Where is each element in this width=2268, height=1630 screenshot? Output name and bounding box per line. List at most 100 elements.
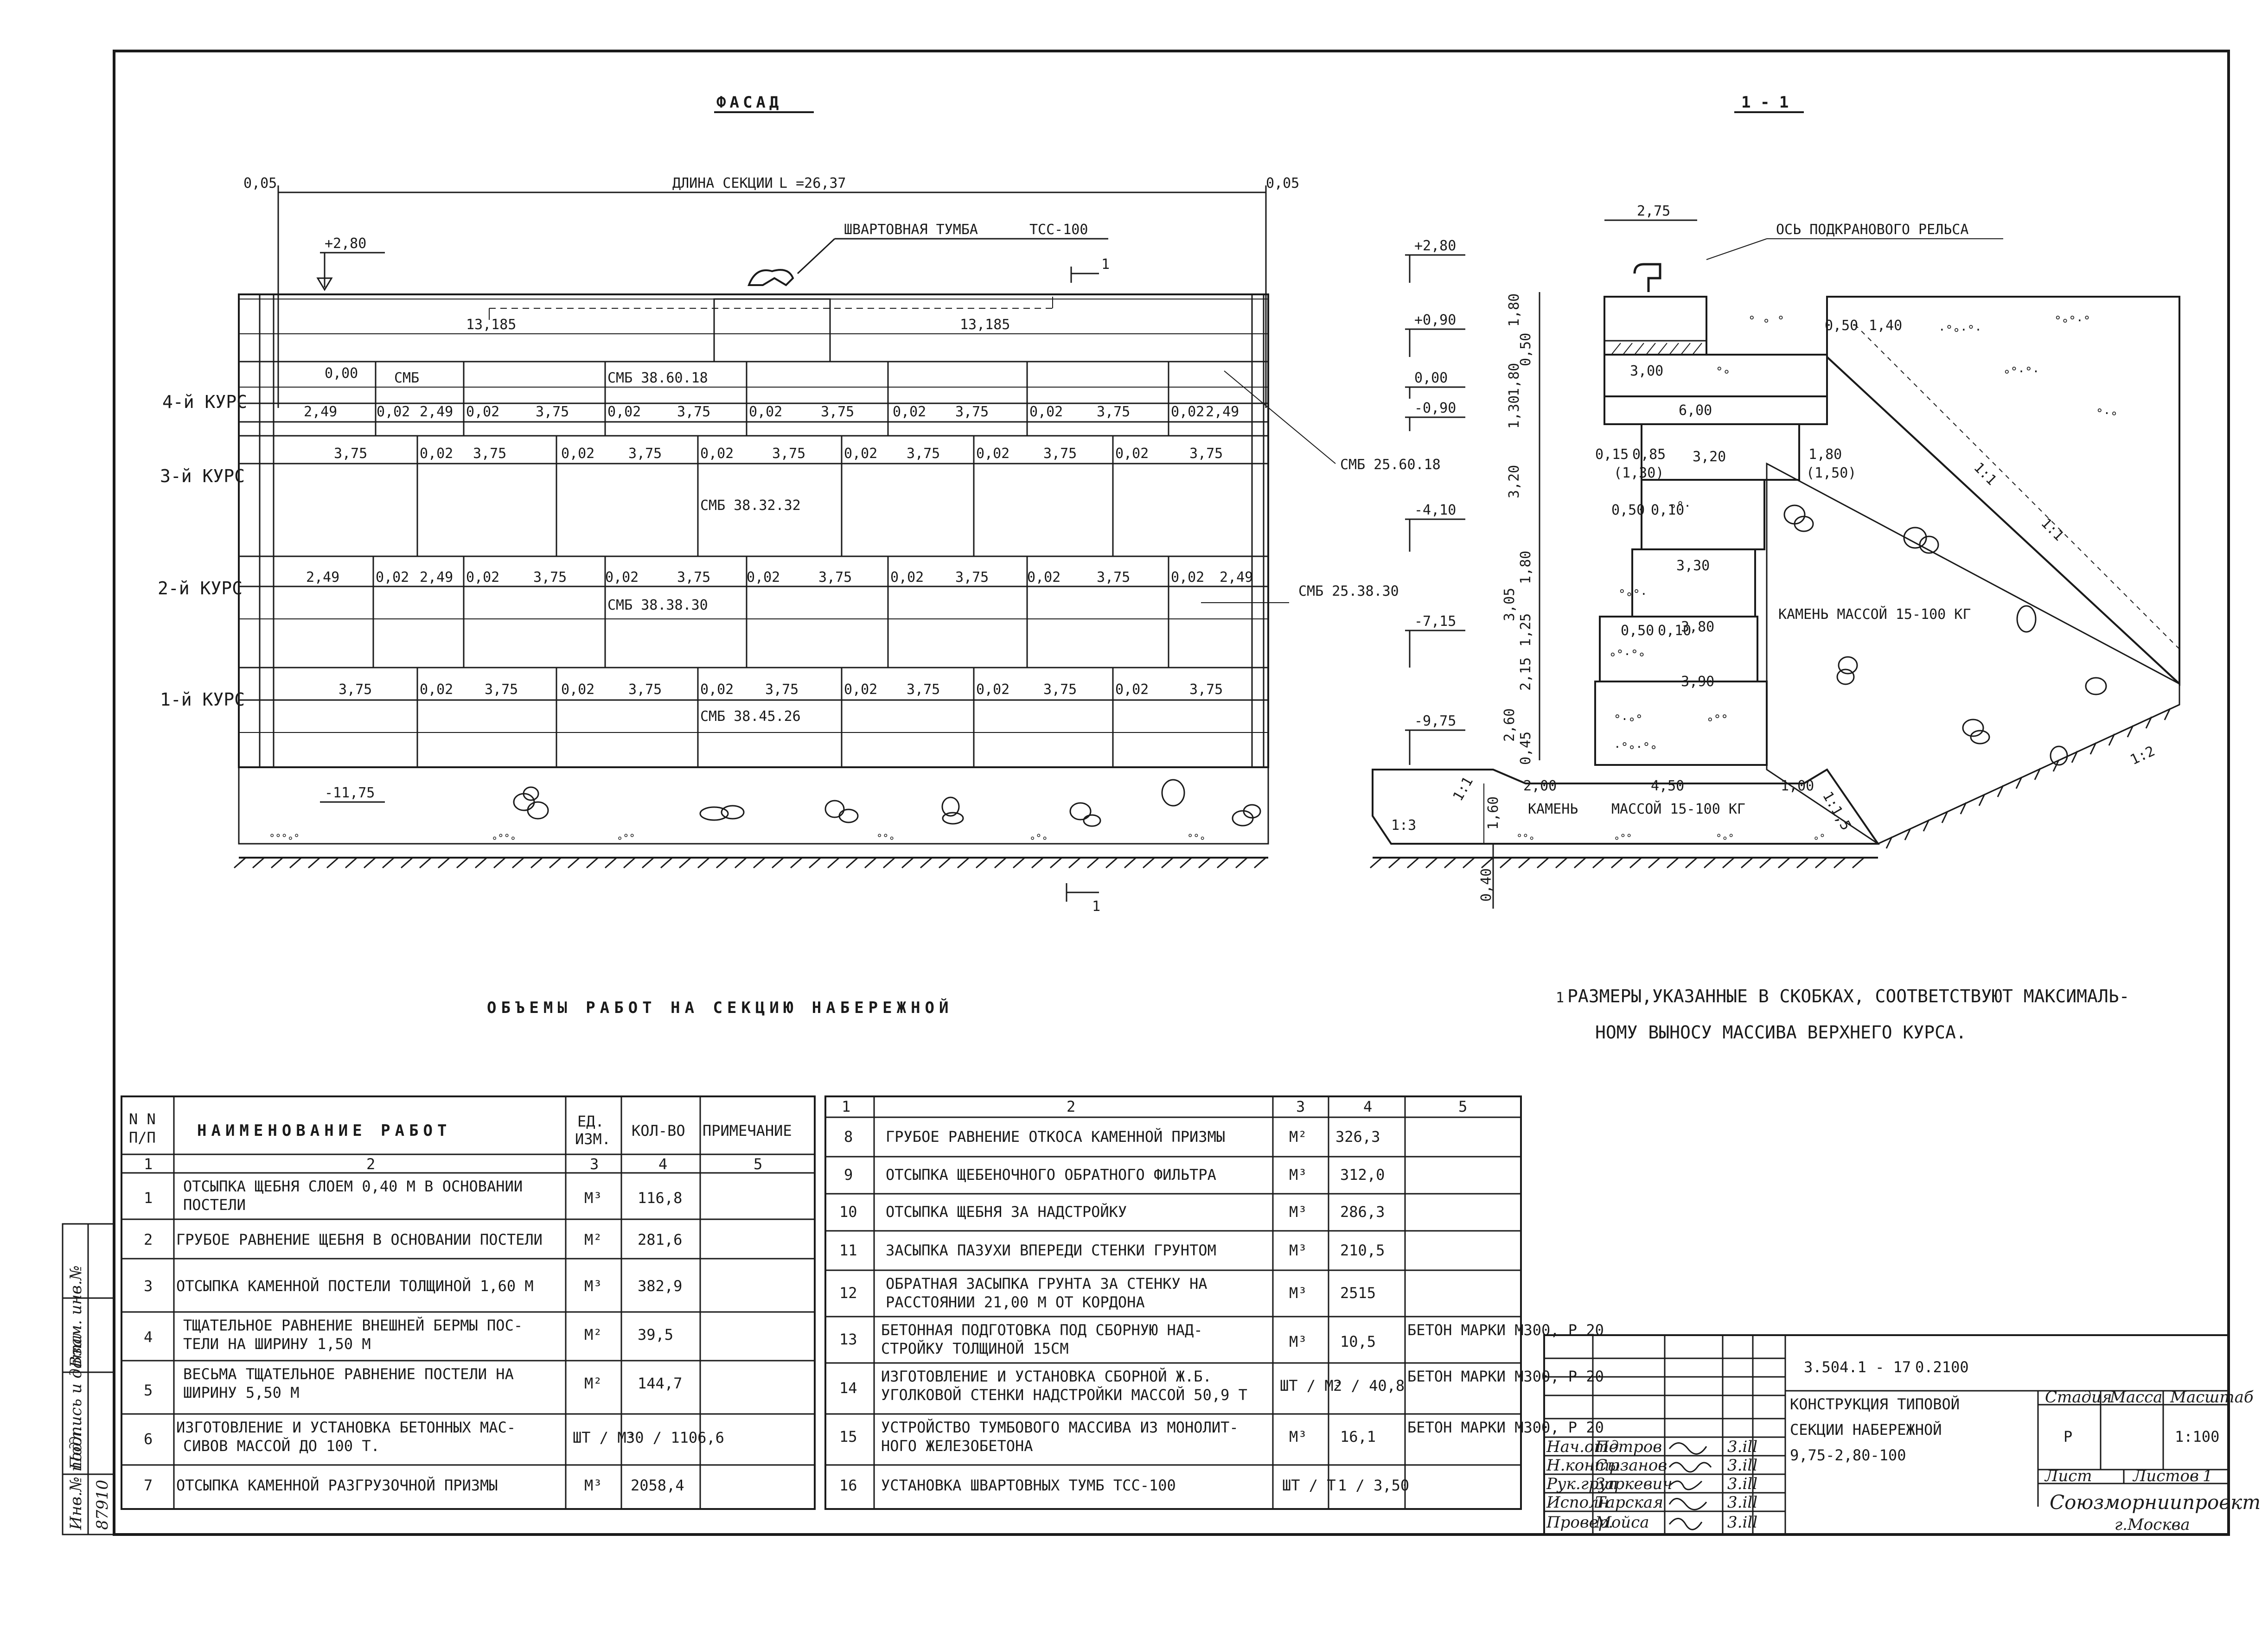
svg-text:1: 1 xyxy=(144,1155,153,1173)
svg-text:(1,30): (1,30) xyxy=(1614,465,1664,481)
svg-text:∘°·°·: ∘°·°· xyxy=(2003,365,2039,379)
svg-text:ОТСЫПКА КАМЕННОЙ РАЗГРУЗОЧНОЙ: ОТСЫПКА КАМЕННОЙ РАЗГРУЗОЧНОЙ ПРИЗМЫ xyxy=(176,1477,498,1494)
row3-dims: 3,75 0,02 3,75 0,02 3,75 0,02 3,75 0,02 … xyxy=(334,446,1223,462)
svg-text:+0,90: +0,90 xyxy=(1414,312,1456,328)
table-row: 7 ОТСЫПКА КАМЕННОЙ РАЗГРУЗОЧНОЙ ПРИЗМЫ М… xyxy=(144,1477,684,1494)
svg-text:0,02: 0,02 xyxy=(420,681,453,698)
section-elevations: +2,80 +0,90 0,00 -0,90 -4,10 -7,15 -9,75 xyxy=(1414,238,1456,729)
svg-text:3.ill: 3.ill xyxy=(1727,1438,1757,1456)
svg-text:Провер.: Провер. xyxy=(1546,1513,1613,1532)
svg-text:3,80: 3,80 xyxy=(1681,619,1714,635)
stage-header: Стадия xyxy=(2045,1388,2112,1407)
svg-text:0,02: 0,02 xyxy=(747,569,780,586)
svg-text:Н.контр: Н.контр xyxy=(1546,1456,1620,1475)
svg-text:М²: М² xyxy=(584,1231,602,1248)
svg-text:М²: М² xyxy=(584,1326,602,1343)
svg-text:4: 4 xyxy=(658,1155,667,1173)
svg-text:СИВОВ МАССОЙ ДО 100 Т.: СИВОВ МАССОЙ ДО 100 Т. xyxy=(183,1437,380,1455)
course-1-label: 1-й КУРС xyxy=(160,689,245,710)
svg-text:0,02: 0,02 xyxy=(700,446,734,462)
svg-text:М²: М² xyxy=(584,1375,602,1392)
scale-value: 1:100 xyxy=(2175,1428,2219,1445)
sheet-frame xyxy=(113,50,2230,1536)
svg-text:0,02: 0,02 xyxy=(1027,569,1061,586)
svg-text:1,80: 1,80 xyxy=(1506,363,1522,396)
section-top-dim: 2,75 xyxy=(1637,203,1670,219)
table-row: 4 ТЩАТЕЛЬНОЕ РАВНЕНИЕ ВНЕШНЕЙ БЕРМЫ ПОС-… xyxy=(144,1317,673,1353)
svg-text:ИЗМ.: ИЗМ. xyxy=(575,1130,611,1148)
svg-text:0,02: 0,02 xyxy=(1171,404,1204,420)
svg-text:ПОСТЕЛИ: ПОСТЕЛИ xyxy=(183,1196,246,1214)
svg-text:°°∘: °°∘ xyxy=(1516,833,1535,844)
table-row: 13 БЕТОННАЯ ПОДГОТОВКА ПОД СБОРНУЮ НАД- … xyxy=(839,1321,1604,1357)
svg-text:5: 5 xyxy=(1458,1098,1467,1115)
volumes-table-right: 1 2 3 4 5 8 ГРУБОЕ РАВНЕНИЕ ОТКОСА КАМЕН… xyxy=(824,1095,1604,1510)
svg-text:П/П: П/П xyxy=(129,1129,156,1146)
svg-text:312,0: 312,0 xyxy=(1340,1166,1385,1184)
svg-text:3,75: 3,75 xyxy=(1097,404,1130,420)
svg-text:1,30: 1,30 xyxy=(1506,395,1522,429)
svg-text:1: 1 xyxy=(842,1098,850,1115)
svg-text:ШИРИНУ 5,50 М: ШИРИНУ 5,50 М xyxy=(183,1384,299,1401)
svg-text:3,75: 3,75 xyxy=(818,569,852,586)
base-depth: 0,40 xyxy=(1478,868,1495,902)
table-row: 6 ИЗГОТОВЛЕНИЕ И УСТАНОВКА БЕТОННЫХ МАС-… xyxy=(144,1419,724,1455)
svg-text:0,02: 0,02 xyxy=(976,681,1009,698)
row4-top-label: СМБ 38.60.18 xyxy=(607,370,708,386)
block-offsets: 0,15 0,85 (1,30) 1,80 (1,50) 0,50 0,10 0… xyxy=(1595,446,1856,639)
staff-row: Нач.отд Петров 3.ill xyxy=(1546,1438,1757,1456)
svg-text:2,49: 2,49 xyxy=(1220,569,1253,586)
svg-text:0,10: 0,10 xyxy=(1651,502,1684,518)
stamp-inv-number: 87910 xyxy=(93,1480,112,1530)
svg-text:ГРУБОЕ РАВНЕНИЕ ОТКОСА КАМЕННО: ГРУБОЕ РАВНЕНИЕ ОТКОСА КАМЕННОЙ ПРИЗМЫ xyxy=(886,1128,1225,1146)
svg-text:0,02: 0,02 xyxy=(1115,681,1149,698)
row4-top-elev: 0,00 xyxy=(325,365,358,382)
bollard-icon xyxy=(747,269,794,287)
svg-text:0,02: 0,02 xyxy=(607,404,641,420)
side-label-1: СМБ 25.60.18 xyxy=(1340,457,1441,473)
svg-text:0,15: 0,15 xyxy=(1595,446,1629,463)
svg-text:1: 1 xyxy=(144,1189,153,1207)
row4-dims: 2,49 0,02 2,49 0,02 3,75 0,02 3,75 0,02 … xyxy=(304,404,1239,420)
svg-text:3,75: 3,75 xyxy=(1043,446,1077,462)
svg-text:БЕТОН МАРКИ М300, Р 20: БЕТОН МАРКИ М300, Р 20 xyxy=(1407,1321,1604,1339)
svg-text:0,02: 0,02 xyxy=(844,446,877,462)
svg-text:3,75: 3,75 xyxy=(765,681,799,698)
svg-text:3,30: 3,30 xyxy=(1676,558,1710,574)
svg-text:ИЗГОТОВЛЕНИЕ И УСТАНОВКА БЕТОН: ИЗГОТОВЛЕНИЕ И УСТАНОВКА БЕТОННЫХ МАС- xyxy=(176,1419,516,1436)
svg-text:Заркевич: Заркевич xyxy=(1595,1475,1672,1493)
svg-text:7: 7 xyxy=(144,1477,153,1494)
svg-text:∘°°: ∘°° xyxy=(1614,833,1632,844)
svg-text:3.ill: 3.ill xyxy=(1727,1456,1757,1475)
svg-text:0,02: 0,02 xyxy=(844,681,877,698)
volumes-table-left: N N П/П НАИМЕНОВАНИЕ РАБОТ ЕД. ИЗМ. КОЛ-… xyxy=(121,1095,816,1510)
base-dims: 2,00 4,50 1,00 xyxy=(1523,778,1814,794)
svg-text:°∘: °∘ xyxy=(1716,365,1730,379)
bollard-label: ШВАРТОВНАЯ ТУМБА xyxy=(844,222,978,238)
svg-text:3,75: 3,75 xyxy=(907,446,940,462)
svg-text:2515: 2515 xyxy=(1340,1284,1376,1302)
svg-text:16: 16 xyxy=(839,1477,857,1494)
svg-text:3: 3 xyxy=(1296,1098,1305,1115)
row4-top-smb: СМБ xyxy=(394,370,419,386)
svg-text:∘°: ∘° xyxy=(1813,833,1826,844)
svg-text:°·∘°: °·∘° xyxy=(1614,713,1643,726)
svg-text:39,5: 39,5 xyxy=(638,1326,673,1343)
svg-text:3,75: 3,75 xyxy=(955,404,989,420)
sheets-value: 1 xyxy=(2203,1467,2213,1485)
facade-right-offset: 0,05 xyxy=(1266,175,1299,191)
svg-text:-7,15: -7,15 xyxy=(1414,613,1456,630)
svg-text:0,02: 0,02 xyxy=(700,681,734,698)
svg-text:286,3: 286,3 xyxy=(1340,1203,1385,1221)
half-length-left: 13,185 xyxy=(466,317,516,333)
svg-text:ОТСЫПКА ЩЕБЕНОЧНОГО ОБРАТНОГО: ОТСЫПКА ЩЕБЕНОЧНОГО ОБРАТНОГО ФИЛЬТРА xyxy=(886,1166,1216,1184)
slope-label-1: 1:1 xyxy=(2038,515,2067,544)
svg-text:∘°°: ∘°° xyxy=(617,833,635,844)
svg-text:2: 2 xyxy=(144,1231,153,1248)
svg-text:2,60: 2,60 xyxy=(1501,708,1518,742)
svg-text:3,75: 3,75 xyxy=(955,569,989,586)
section-title: 1 - 1 xyxy=(1741,93,1789,112)
svg-text:3,75: 3,75 xyxy=(907,681,940,698)
svg-text:326,3: 326,3 xyxy=(1335,1128,1380,1146)
svg-text:30 / 1106,6: 30 / 1106,6 xyxy=(626,1429,724,1446)
